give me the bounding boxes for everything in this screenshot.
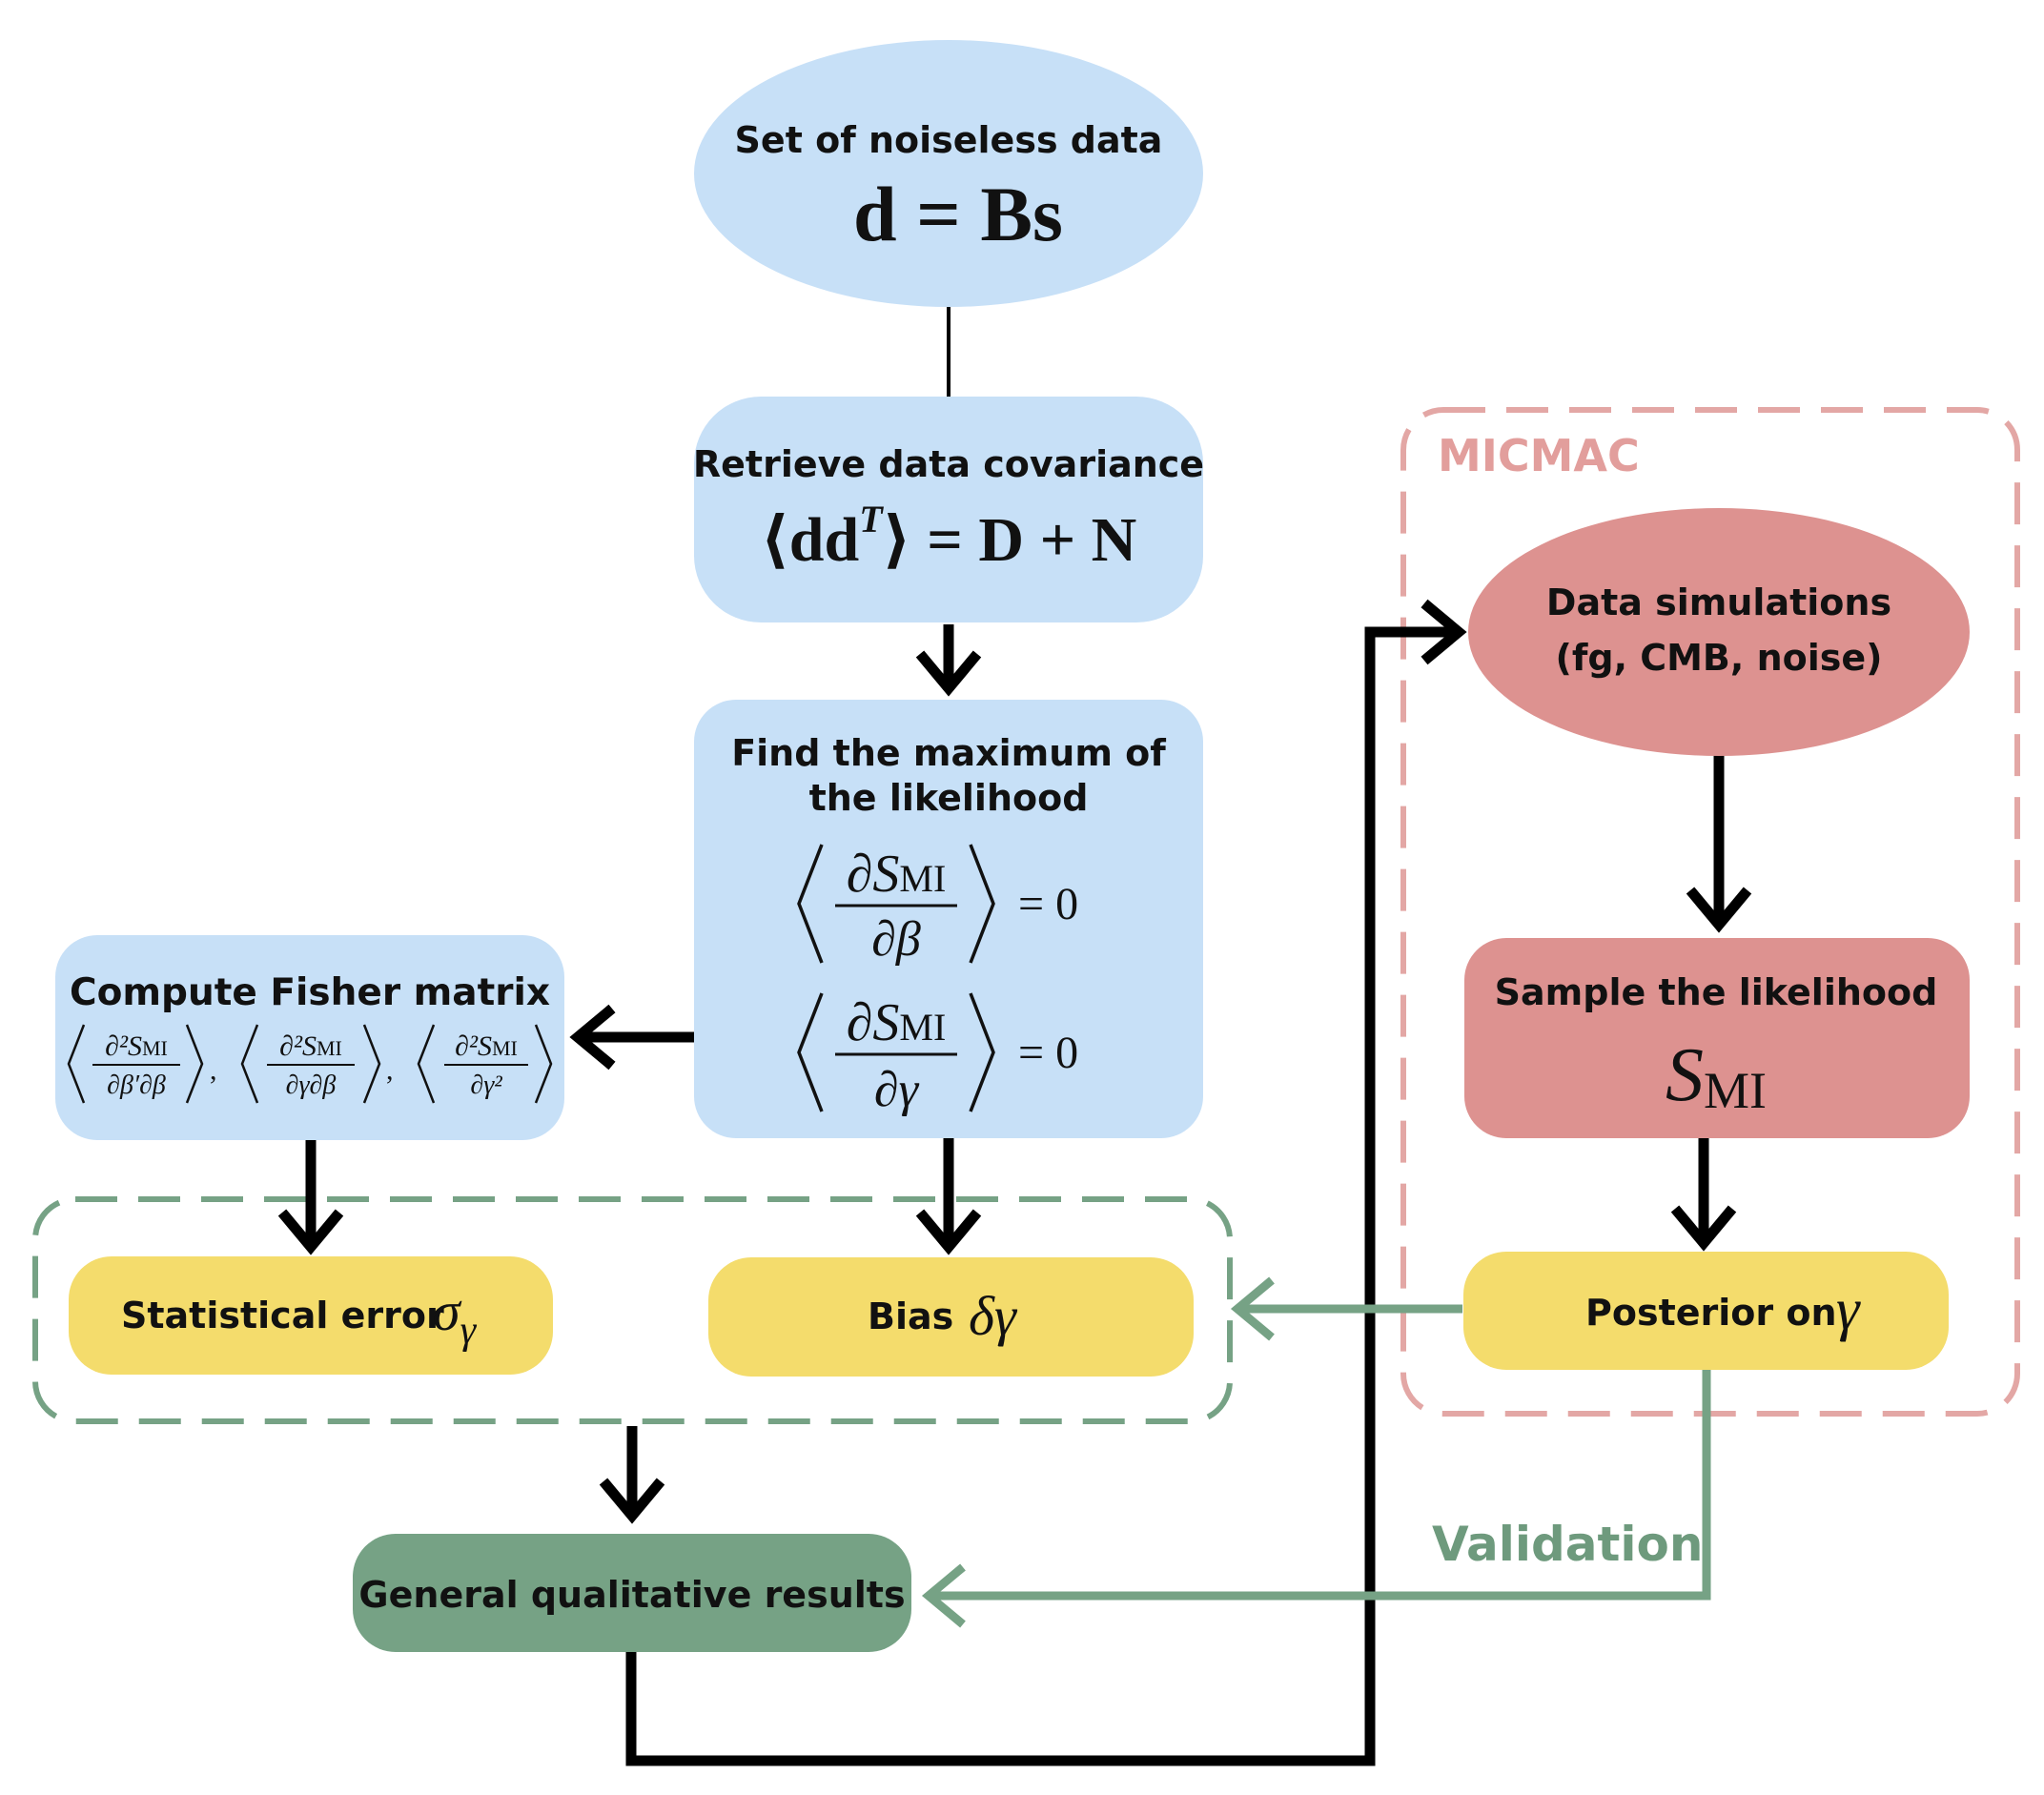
- maximum-equation-gamma: ∂SMI ∂γ = 0: [797, 992, 1078, 1117]
- validation-label: Validation: [1432, 1517, 1704, 1572]
- svg-text:∂²SMI: ∂²SMI: [105, 1030, 168, 1062]
- covariance-node: [694, 397, 1203, 622]
- fisher-term-gamma-beta: ∂²SMI ∂γ∂β ,: [240, 1024, 394, 1104]
- data-simulations-node: [1468, 508, 1970, 756]
- posterior-symbol: γ: [1836, 1277, 1861, 1342]
- svg-text:,: ,: [386, 1054, 394, 1086]
- edge-posterior-to-general-validation: [921, 1366, 1711, 1628]
- svg-text:∂SMI: ∂SMI: [847, 845, 947, 904]
- svg-text:,: ,: [210, 1054, 217, 1086]
- maximum-title-line2: the likelihood: [809, 777, 1089, 819]
- noiseless-data-equation: d = Bs: [853, 171, 1063, 257]
- fisher-matrix-title: Compute Fisher matrix: [70, 971, 550, 1014]
- covariance-title: Retrieve data covariance: [693, 443, 1204, 485]
- data-simulations-line1: Data simulations: [1546, 581, 1891, 623]
- svg-text:∂²SMI: ∂²SMI: [279, 1030, 342, 1062]
- fisher-term-beta-beta: ∂²SMI ∂β′∂β ,: [67, 1024, 217, 1104]
- bias-symbol: δγ: [969, 1285, 1018, 1347]
- svg-text:∂²SMI: ∂²SMI: [455, 1030, 518, 1062]
- svg-text:= 0: = 0: [1018, 1028, 1078, 1078]
- statistical-error-label: Statistical error: [121, 1295, 444, 1336]
- svg-text:∂β: ∂β: [871, 912, 921, 967]
- bias-node: [708, 1257, 1194, 1377]
- svg-text:∂β′∂β: ∂β′∂β: [107, 1071, 166, 1100]
- noiseless-data-node: [694, 40, 1203, 307]
- svg-text:∂SMI: ∂SMI: [847, 993, 947, 1052]
- svg-text:∂γ²: ∂γ²: [470, 1071, 502, 1100]
- posterior-node: [1463, 1252, 1949, 1370]
- maximum-likelihood-node: [694, 700, 1203, 1138]
- fisher-term-gamma-gamma: ∂²SMI ∂γ²: [417, 1024, 553, 1104]
- sample-likelihood-symbol: SMI: [1666, 1033, 1767, 1119]
- fisher-matrix-node: [55, 935, 564, 1140]
- data-simulations-line2: (fg, CMB, noise): [1555, 637, 1882, 679]
- micmac-group-label: MICMAC: [1438, 430, 1640, 481]
- svg-text:∂γ: ∂γ: [874, 1063, 920, 1117]
- maximum-equation-beta: ∂SMI ∂β = 0: [797, 844, 1078, 967]
- edge-general-to-simulations: [625, 599, 1467, 1766]
- covariance-equation: ⟨ddT⟩ = D + N: [761, 498, 1137, 575]
- general-results-label: General qualitative results: [358, 1574, 905, 1616]
- svg-text:∂γ∂β: ∂γ∂β: [286, 1071, 337, 1100]
- svg-text:= 0: = 0: [1018, 879, 1078, 929]
- noiseless-data-title: Set of noiseless data: [735, 119, 1163, 161]
- maximum-title-line1: Find the maximum of: [731, 732, 1166, 774]
- posterior-label: Posterior on: [1585, 1292, 1837, 1334]
- sample-likelihood-title: Sample the likelihood: [1495, 971, 1938, 1013]
- general-results-node: [353, 1534, 911, 1652]
- bias-label: Bias: [868, 1295, 953, 1337]
- sample-likelihood-node: [1464, 938, 1970, 1138]
- statistical-error-node: [69, 1256, 553, 1375]
- statistical-error-symbol: σγ: [433, 1280, 478, 1353]
